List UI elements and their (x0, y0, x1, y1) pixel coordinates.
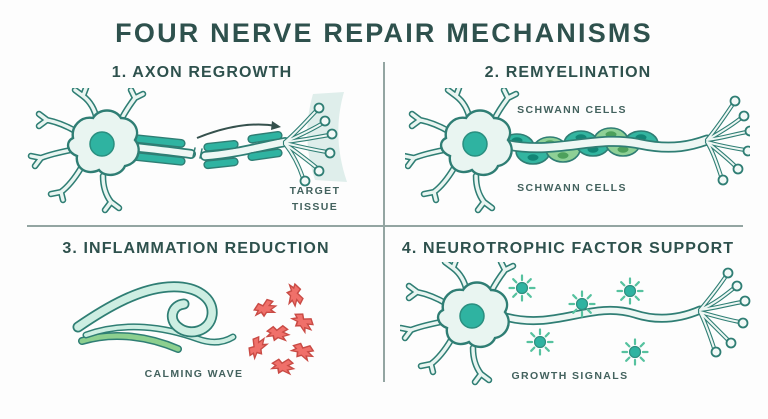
neuron-icon (31, 88, 143, 210)
schwann-cells-top-label: SCHWANN CELLS (517, 104, 627, 116)
neuron-icon (401, 262, 513, 382)
heading-inflammation-reduction: 3. INFLAMMATION REDUCTION (62, 240, 330, 257)
regrowth-arrow-icon (196, 121, 281, 139)
inflammation-reduction-diagram (60, 262, 317, 375)
growth-signal-icon (568, 290, 596, 318)
target-tissue-label: TARGET TISSUE (289, 185, 341, 213)
neuron-icon (405, 88, 516, 210)
page-title: FOUR NERVE REPAIR MECHANISMS (115, 18, 653, 48)
heading-remyelination: 2. REMYELINATION (484, 64, 652, 81)
growth-signal-icon (616, 277, 644, 305)
vertical-divider (383, 62, 385, 382)
axon-regrowth-diagram (25, 88, 347, 218)
heading-neurotrophic-factor-support: 4. NEUROTROPHIC FACTOR SUPPORT (401, 240, 735, 257)
schwann-cells-bottom (515, 142, 641, 165)
growth-signals-label: GROWTH SIGNALS (511, 370, 629, 382)
horizontal-divider (27, 225, 743, 227)
neurotrophic-factor-diagram (400, 262, 751, 392)
axon-tube (503, 140, 707, 148)
axon-terminals (700, 267, 751, 358)
axon-terminals (285, 102, 338, 187)
growth-signal-icon (508, 274, 536, 302)
axon-terminals (707, 95, 750, 186)
growth-signal-icon (621, 338, 649, 366)
growth-signal-icon (526, 328, 554, 356)
inflammation-particles-icon (244, 282, 317, 375)
remyelination-diagram (405, 88, 750, 218)
heading-axon-regrowth: 1. AXON REGROWTH (111, 64, 293, 81)
myelin-segments (130, 130, 283, 170)
axon-gap-marks (192, 147, 203, 159)
calming-wave-label: CALMING WAVE (144, 368, 244, 380)
schwann-cells-bottom-label: SCHWANN CELLS (517, 182, 627, 194)
axon-tube (502, 310, 700, 321)
calming-wave-icon (78, 287, 233, 349)
